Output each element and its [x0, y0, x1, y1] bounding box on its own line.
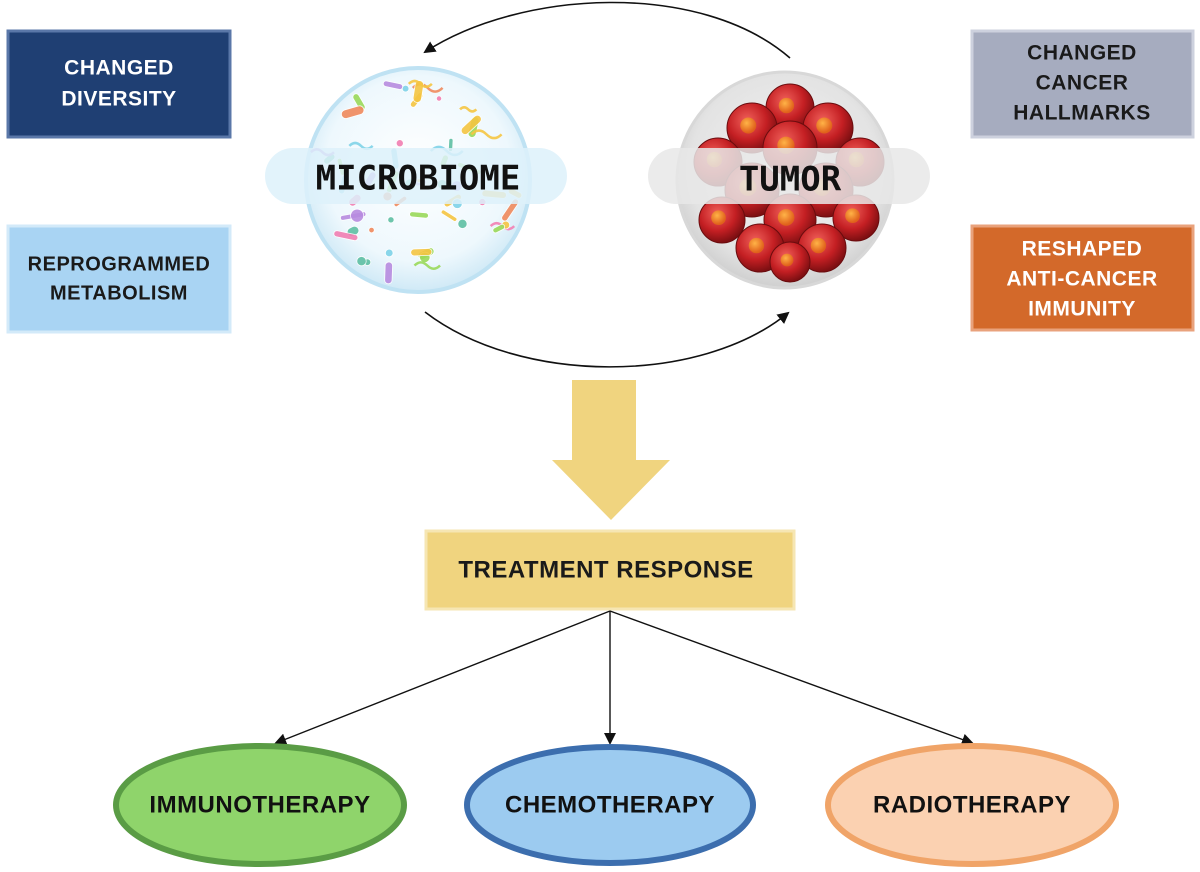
changed-diversity-line-2: DIVERSITY: [61, 88, 176, 111]
changed-cancer-hallmarks-line-2: CANCER: [1036, 72, 1129, 95]
cell-nucleus-icon: [845, 208, 860, 224]
microbe-icon: [368, 226, 375, 234]
microbe-icon: [384, 261, 393, 285]
reshaped-immunity-line-2: ANTI-CANCER: [1006, 268, 1157, 291]
microbe-icon: [395, 139, 404, 148]
changed-cancer-hallmarks-box: CHANGED CANCER HALLMARKS: [970, 29, 1195, 139]
microbe-icon: [410, 248, 433, 257]
microbe-icon: [387, 216, 395, 224]
reshaped-immunity-line-3: IMMUNITY: [1028, 298, 1136, 321]
microbe-icon: [356, 256, 367, 267]
down-arrow-icon: [552, 380, 670, 520]
microbe-icon: [340, 105, 365, 119]
changed-cancer-hallmarks-line-1: CHANGED: [1027, 42, 1137, 65]
reshaped-immunity-line-1: RESHAPED: [1022, 238, 1143, 261]
microbe-icon: [457, 218, 468, 229]
cell-nucleus-icon: [816, 117, 833, 134]
treatment-response-box: TREATMENT RESPONSE: [424, 529, 796, 611]
microbe-icon: [384, 248, 394, 258]
microbe-icon: [409, 211, 429, 219]
microbe-icon: [350, 208, 365, 223]
cell-nucleus-icon: [748, 237, 765, 254]
cell-nucleus-icon: [740, 117, 757, 134]
microbe-icon: [407, 79, 433, 88]
therapy-immunotherapy: IMMUNOTHERAPY: [113, 743, 407, 867]
changed-cancer-hallmarks-line-3: HALLMARKS: [1013, 102, 1150, 125]
cell-nucleus-icon: [780, 253, 794, 267]
microbe-icon: [435, 95, 443, 102]
microbe-icon: [440, 209, 458, 222]
microbe-icon: [459, 106, 478, 113]
microbe-icon: [333, 230, 359, 242]
cell-nucleus-icon: [777, 209, 795, 226]
reprogrammed-metabolism-line-2: METABOLISM: [50, 282, 188, 304]
microbe-icon: [401, 84, 410, 93]
therapy-chemotherapy: CHEMOTHERAPY: [464, 744, 756, 866]
therapy-label-immunotherapy: IMMUNOTHERAPY: [149, 791, 370, 818]
tumor-label-band: [648, 148, 930, 204]
microbiome-label-band: [265, 148, 567, 204]
therapy-label-chemotherapy: CHEMOTHERAPY: [505, 791, 715, 818]
therapy-radiotherapy: RADIOTHERAPY: [825, 743, 1119, 867]
microbe-icon: [413, 261, 441, 270]
changed-diversity-box: CHANGED DIVERSITY: [6, 29, 232, 139]
cell-nucleus-icon: [810, 237, 827, 254]
microbe-icon: [492, 223, 506, 234]
cell-nucleus-icon: [711, 210, 726, 226]
microbe-icon: [470, 129, 503, 140]
therapy-label-radiotherapy: RADIOTHERAPY: [873, 791, 1071, 818]
reshaped-immunity-box: RESHAPED ANTI-CANCER IMMUNITY: [970, 224, 1195, 332]
reprogrammed-metabolism-box: REPROGRAMMED METABOLISM: [6, 224, 232, 334]
reprogrammed-metabolism-line-1: REPROGRAMMED: [28, 253, 211, 275]
cycle-arrow-top: [423, 1, 791, 59]
tumor-label: TUMOR: [739, 160, 842, 200]
microbe-icon: [382, 80, 404, 90]
changed-diversity-line-1: CHANGED: [64, 57, 174, 80]
microbiome-label: MICROBIOME: [316, 159, 521, 199]
treatment-response-label: TREATMENT RESPONSE: [458, 556, 753, 583]
connector-immunotherapy: [274, 610, 611, 745]
cycle-arrow-bottom: [424, 311, 790, 368]
cell-nucleus-icon: [778, 97, 795, 114]
connector-radiotherapy: [609, 610, 974, 746]
microbe-icon: [460, 114, 482, 135]
